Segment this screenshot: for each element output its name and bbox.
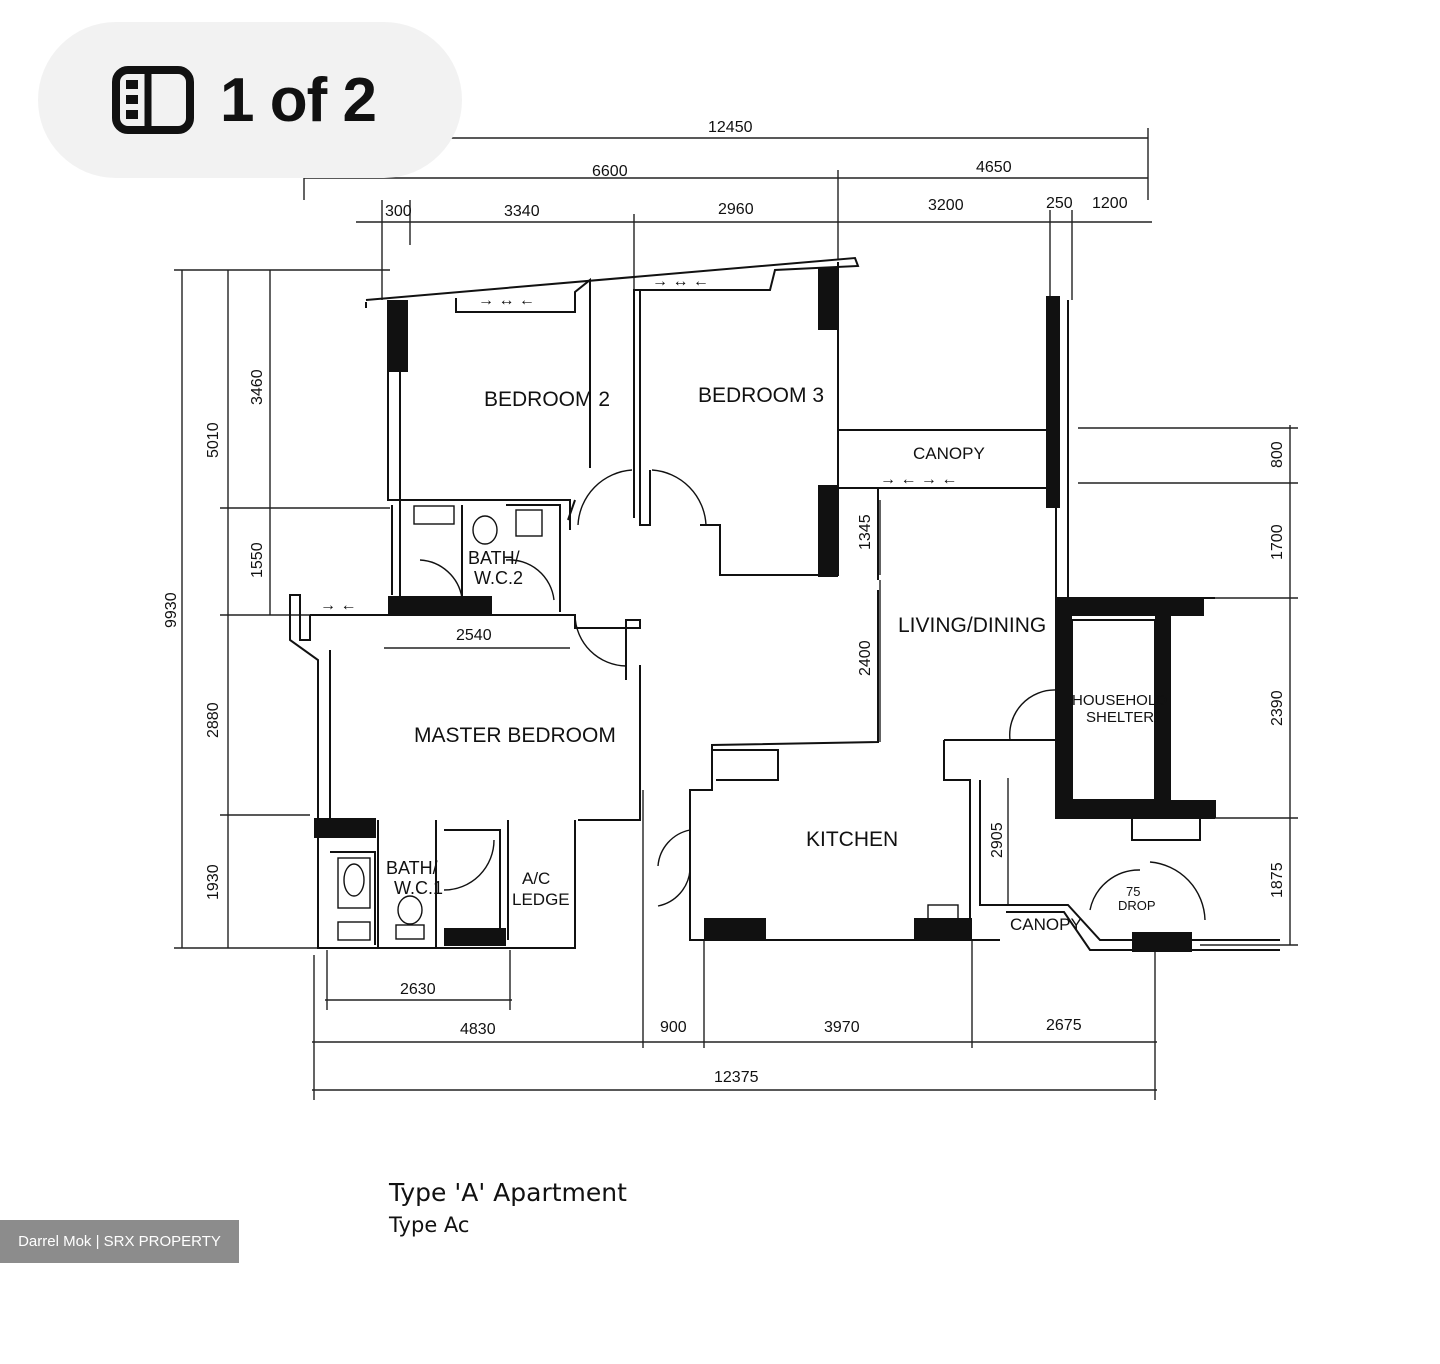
dim-2390: 2390 [1269, 690, 1286, 726]
dim-2880: 2880 [205, 702, 222, 738]
dim-1875: 1875 [1269, 862, 1286, 898]
dim-3200: 3200 [928, 197, 964, 214]
dim-2960: 2960 [718, 201, 754, 218]
label-living-dining: LIVING/DINING [898, 614, 1046, 637]
dim-3970: 3970 [824, 1019, 860, 1036]
label-ac-b: LEDGE [512, 890, 570, 909]
label-master-bedroom: MASTER BEDROOM [414, 724, 616, 747]
dim-2630: 2630 [400, 981, 436, 998]
dim-1930: 1930 [205, 864, 222, 900]
gallery-icon [112, 66, 194, 134]
dimension-lines [174, 128, 1298, 1100]
fixtures [337, 505, 959, 941]
label-ac-a: A/C [522, 869, 550, 888]
label-drop-a: 75 [1126, 884, 1140, 899]
door-swings [419, 469, 1206, 921]
label-household-a: HOUSEHOLD [1072, 692, 1167, 709]
dim-bottom-total: 12375 [714, 1069, 759, 1086]
dim-900: 900 [660, 1019, 687, 1036]
label-canopy-bottom: CANOPY [1010, 915, 1082, 934]
label-kitchen: KITCHEN [806, 828, 898, 851]
dim-left-total: 9930 [163, 592, 180, 628]
label-bath-1-b: W.C.1 [394, 878, 443, 898]
dim-2540: 2540 [456, 627, 492, 644]
svg-text:→ ← → ←: → ← → ← [880, 471, 957, 488]
gallery-counter-text: 1 of 2 [220, 65, 377, 135]
label-bath-1-a: BATH/ [386, 858, 438, 878]
dim-top-left: 6600 [592, 163, 628, 180]
svg-text:→ ↔ ←: → ↔ ← [478, 292, 535, 309]
dim-1345: 1345 [857, 514, 874, 550]
label-bath-2-b: W.C.2 [474, 568, 523, 588]
label-bath-2-a: BATH/ [468, 548, 520, 568]
window-arrows: → ↔ ← → ↔ ← → ← → ← → ← [320, 273, 957, 614]
dim-1550: 1550 [249, 542, 266, 578]
dim-1200: 1200 [1092, 195, 1128, 212]
label-household-b: SHELTER [1086, 709, 1154, 726]
dim-3340: 3340 [504, 203, 540, 220]
plan-caption: Type 'A' Apartment Type Ac [389, 1178, 627, 1237]
dim-300: 300 [385, 203, 412, 220]
label-bedroom-3: BEDROOM 3 [698, 384, 824, 407]
caption-apartment-type: Type 'A' Apartment [389, 1178, 627, 1207]
structural-columns [314, 268, 1216, 952]
dim-2675: 2675 [1046, 1017, 1082, 1034]
svg-text:→ ←: → ← [320, 597, 356, 614]
dim-2400: 2400 [857, 640, 874, 676]
svg-text:→ ↔ ←: → ↔ ← [652, 273, 709, 290]
agent-watermark: Darrel Mok | SRX PROPERTY [0, 1220, 239, 1263]
dim-1700: 1700 [1269, 524, 1286, 560]
dim-4830: 4830 [460, 1021, 496, 1038]
dim-top-total: 12450 [708, 119, 753, 136]
dim-800: 800 [1269, 441, 1286, 468]
dim-3460: 3460 [249, 369, 266, 405]
dimension-labels: 12450 6600 4650 300 3340 2960 3200 250 1… [163, 119, 1286, 1086]
caption-unit-type: Type Ac [389, 1213, 470, 1237]
room-labels: BEDROOM 2 BEDROOM 3 CANOPY BATH/ W.C.2 L… [386, 384, 1167, 934]
label-canopy-top: CANOPY [913, 444, 985, 463]
dim-250: 250 [1046, 195, 1073, 212]
label-drop-b: DROP [1118, 898, 1156, 913]
dim-top-right: 4650 [976, 159, 1012, 176]
dim-5010: 5010 [205, 422, 222, 458]
gallery-counter-badge[interactable]: 1 of 2 [38, 22, 462, 178]
label-bedroom-2: BEDROOM 2 [484, 388, 610, 411]
dim-2905: 2905 [989, 822, 1006, 858]
